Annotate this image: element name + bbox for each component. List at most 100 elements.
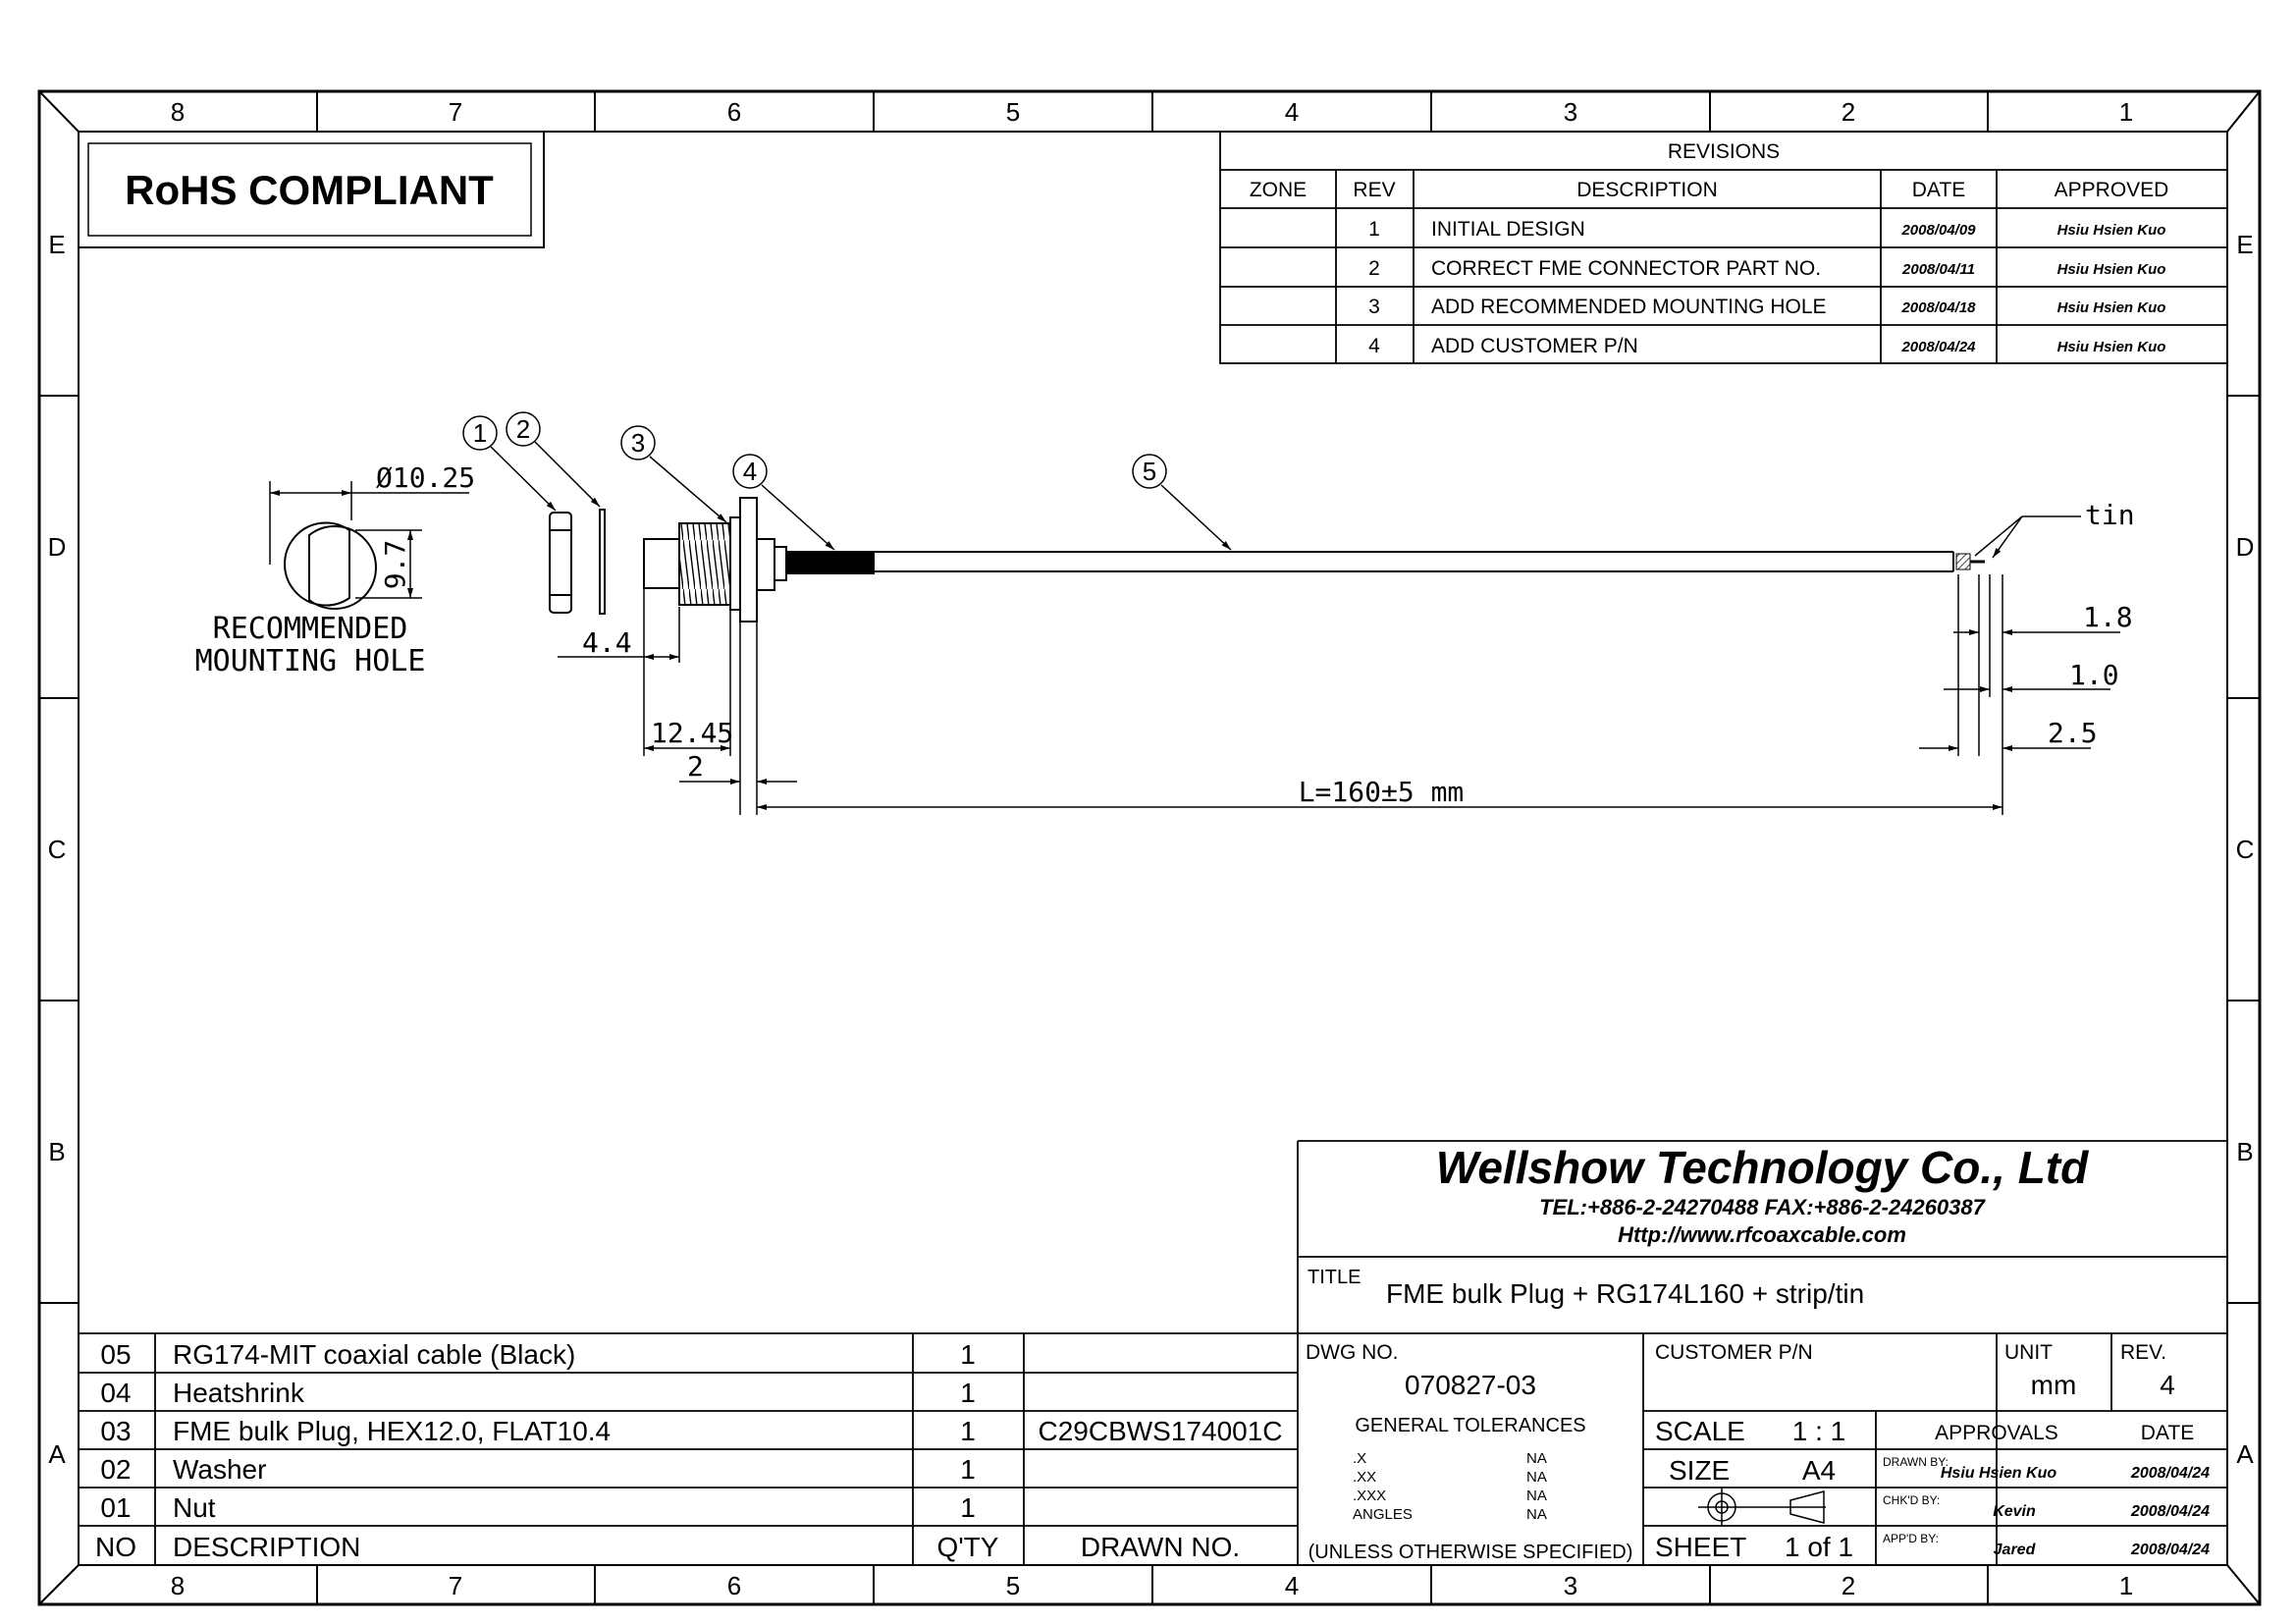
tolerance-key: .X: [1353, 1450, 1366, 1467]
size-value: A4: [1802, 1455, 1836, 1486]
balloon-2: 2: [516, 414, 530, 444]
rev-row-rev: 2: [1368, 257, 1380, 280]
tolerance-value: NA: [1526, 1488, 1547, 1504]
zone-row-b-right: B: [2236, 1137, 2253, 1166]
tolerance-key: .XXX: [1353, 1488, 1386, 1504]
zone-col-4-top: 4: [1285, 97, 1299, 127]
dim-2: 2: [687, 750, 704, 783]
zone-row-a-left: A: [48, 1439, 66, 1469]
rev-row-date: 2008/04/09: [1900, 222, 1976, 239]
mounting-hole-view: Ø10.25 9.7 RECOMMENDED MOUNTING HOLE: [195, 461, 476, 678]
assembly-view: 1 2 3 4 5 4.4 12.45 2 L=160±5 mm: [462, 411, 2135, 815]
hole-label-line-2: MOUNTING HOLE: [195, 644, 426, 678]
checked-date: 2008/04/24: [2130, 1503, 2210, 1520]
bom-header-drawn-no: DRAWN NO.: [1081, 1532, 1240, 1562]
rev-row-description: INITIAL DESIGN: [1431, 218, 1585, 241]
zone-col-1-bottom: 1: [2119, 1571, 2133, 1600]
approved-by-signature: Jared: [1994, 1542, 2037, 1558]
zone-row-b-left: B: [48, 1137, 65, 1166]
balloon-1: 1: [473, 418, 487, 448]
drawn-date: 2008/04/24: [2130, 1465, 2210, 1482]
tin-label: tin: [2085, 499, 2135, 531]
tolerances-title: GENERAL TOLERANCES: [1355, 1415, 1585, 1436]
tolerance-value: NA: [1526, 1450, 1547, 1467]
bom-row-no: 05: [100, 1339, 131, 1370]
zone-col-5-bottom: 5: [1006, 1571, 1020, 1600]
zone-row-d-left: D: [48, 532, 67, 562]
rev-row-rev: 3: [1368, 296, 1380, 318]
bom-row-no: 02: [100, 1454, 131, 1485]
rohs-label: RoHS COMPLIANT: [125, 167, 494, 213]
bom-row-description: Nut: [173, 1492, 216, 1523]
dim-4-4: 4.4: [582, 626, 632, 659]
dim-1-8: 1.8: [2083, 601, 2133, 633]
bom-row-no: 04: [100, 1378, 131, 1408]
bom-header-no: NO: [95, 1532, 136, 1562]
heatshrink-part: [786, 551, 875, 574]
bom-row-qty: 1: [960, 1378, 976, 1408]
revisions-title: REVISIONS: [1668, 140, 1780, 163]
bom-row-qty: 1: [960, 1492, 976, 1523]
unit-value: mm: [2031, 1370, 2077, 1400]
bom-row-qty: 1: [960, 1416, 976, 1446]
drawn-by-signature: Hsiu Hsien Kuo: [1941, 1465, 2056, 1482]
dim-1-0: 1.0: [2069, 659, 2119, 691]
zone-row-e-right: E: [2236, 230, 2253, 259]
bom-header-qty: Q'TY: [937, 1532, 999, 1562]
tolerance-value: NA: [1526, 1469, 1547, 1486]
zone-row-a-right: A: [2236, 1439, 2254, 1469]
hole-label-line-1: RECOMMENDED: [213, 612, 408, 646]
balloon-4: 4: [743, 457, 757, 486]
unit-label: UNIT: [2004, 1341, 2053, 1364]
zone-col-1-top: 1: [2119, 97, 2133, 127]
zone-col-6-bottom: 6: [727, 1571, 741, 1600]
zone-col-2-bottom: 2: [1842, 1571, 1855, 1600]
rev-row-approved-signature: Hsiu Hsien Kuo: [2057, 339, 2166, 355]
rev-row-date: 2008/04/24: [1900, 339, 1976, 355]
approvals-label: APPROVALS: [1935, 1422, 2058, 1444]
zone-col-3-top: 3: [1564, 97, 1577, 127]
dim-12-45: 12.45: [651, 717, 733, 749]
zone-row-e-left: E: [48, 230, 65, 259]
rev-row-approved-signature: Hsiu Hsien Kuo: [2057, 261, 2166, 278]
dim-cable-length: L=160±5 mm: [1299, 776, 1465, 808]
rohs-box: RoHS COMPLIANT: [78, 131, 545, 248]
rev-row-description: CORRECT FME CONNECTOR PART NO.: [1431, 257, 1821, 280]
bom-row-description: RG174-MIT coaxial cable (Black): [173, 1339, 575, 1370]
tolerance-key: .XX: [1353, 1469, 1376, 1486]
rev-row-description: ADD RECOMMENDED MOUNTING HOLE: [1431, 296, 1827, 318]
drawing-title: FME bulk Plug + RG174L160 + strip/tin: [1386, 1278, 1864, 1309]
customer-pn-label: CUSTOMER P/N: [1655, 1341, 1813, 1364]
fme-bulk-plug-part: [643, 497, 787, 623]
zone-row-c-right: C: [2236, 835, 2255, 864]
bom-row-no: 01: [100, 1492, 131, 1523]
zone-col-8-bottom: 8: [171, 1571, 185, 1600]
rev-row-date: 2008/04/11: [1901, 261, 1975, 278]
bom-row-drawn-no: C29CBWS174001C: [1038, 1416, 1282, 1446]
dwg-no-value: 070827-03: [1405, 1370, 1536, 1400]
rev-row-approved-signature: Hsiu Hsien Kuo: [2057, 299, 2166, 316]
rev-row-rev: 4: [1368, 335, 1380, 357]
zone-row-d-right: D: [2236, 532, 2255, 562]
zone-col-4-bottom: 4: [1285, 1571, 1299, 1600]
bom-row-no: 03: [100, 1416, 131, 1446]
rev-row-approved-signature: Hsiu Hsien Kuo: [2057, 222, 2166, 239]
company-name: Wellshow Technology Co., Ltd: [1436, 1142, 2089, 1193]
zone-col-6-top: 6: [727, 97, 741, 127]
zone-col-5-top: 5: [1006, 97, 1020, 127]
nut-part: [549, 512, 572, 614]
rev-header-description: DESCRIPTION: [1576, 179, 1718, 201]
balloon-5: 5: [1143, 457, 1156, 486]
rev-header-date: DATE: [1912, 179, 1965, 201]
zone-row-c-left: C: [48, 835, 67, 864]
mounting-hole-outline: [284, 521, 350, 607]
company-website: Http://www.rfcoaxcable.com: [1618, 1222, 1906, 1247]
zone-col-7-bottom: 7: [449, 1571, 462, 1600]
approved-by-label: APP'D BY:: [1883, 1532, 1939, 1545]
zone-col-2-top: 2: [1842, 97, 1855, 127]
sheet-value: 1 of 1: [1785, 1532, 1853, 1562]
bom-row-description: FME bulk Plug, HEX12.0, FLAT10.4: [173, 1416, 611, 1446]
bill-of-materials: 05 RG174-MIT coaxial cable (Black) 1 04 …: [79, 1332, 1298, 1565]
checked-by-signature: Kevin: [1993, 1503, 2036, 1520]
size-label: SIZE: [1669, 1455, 1730, 1486]
